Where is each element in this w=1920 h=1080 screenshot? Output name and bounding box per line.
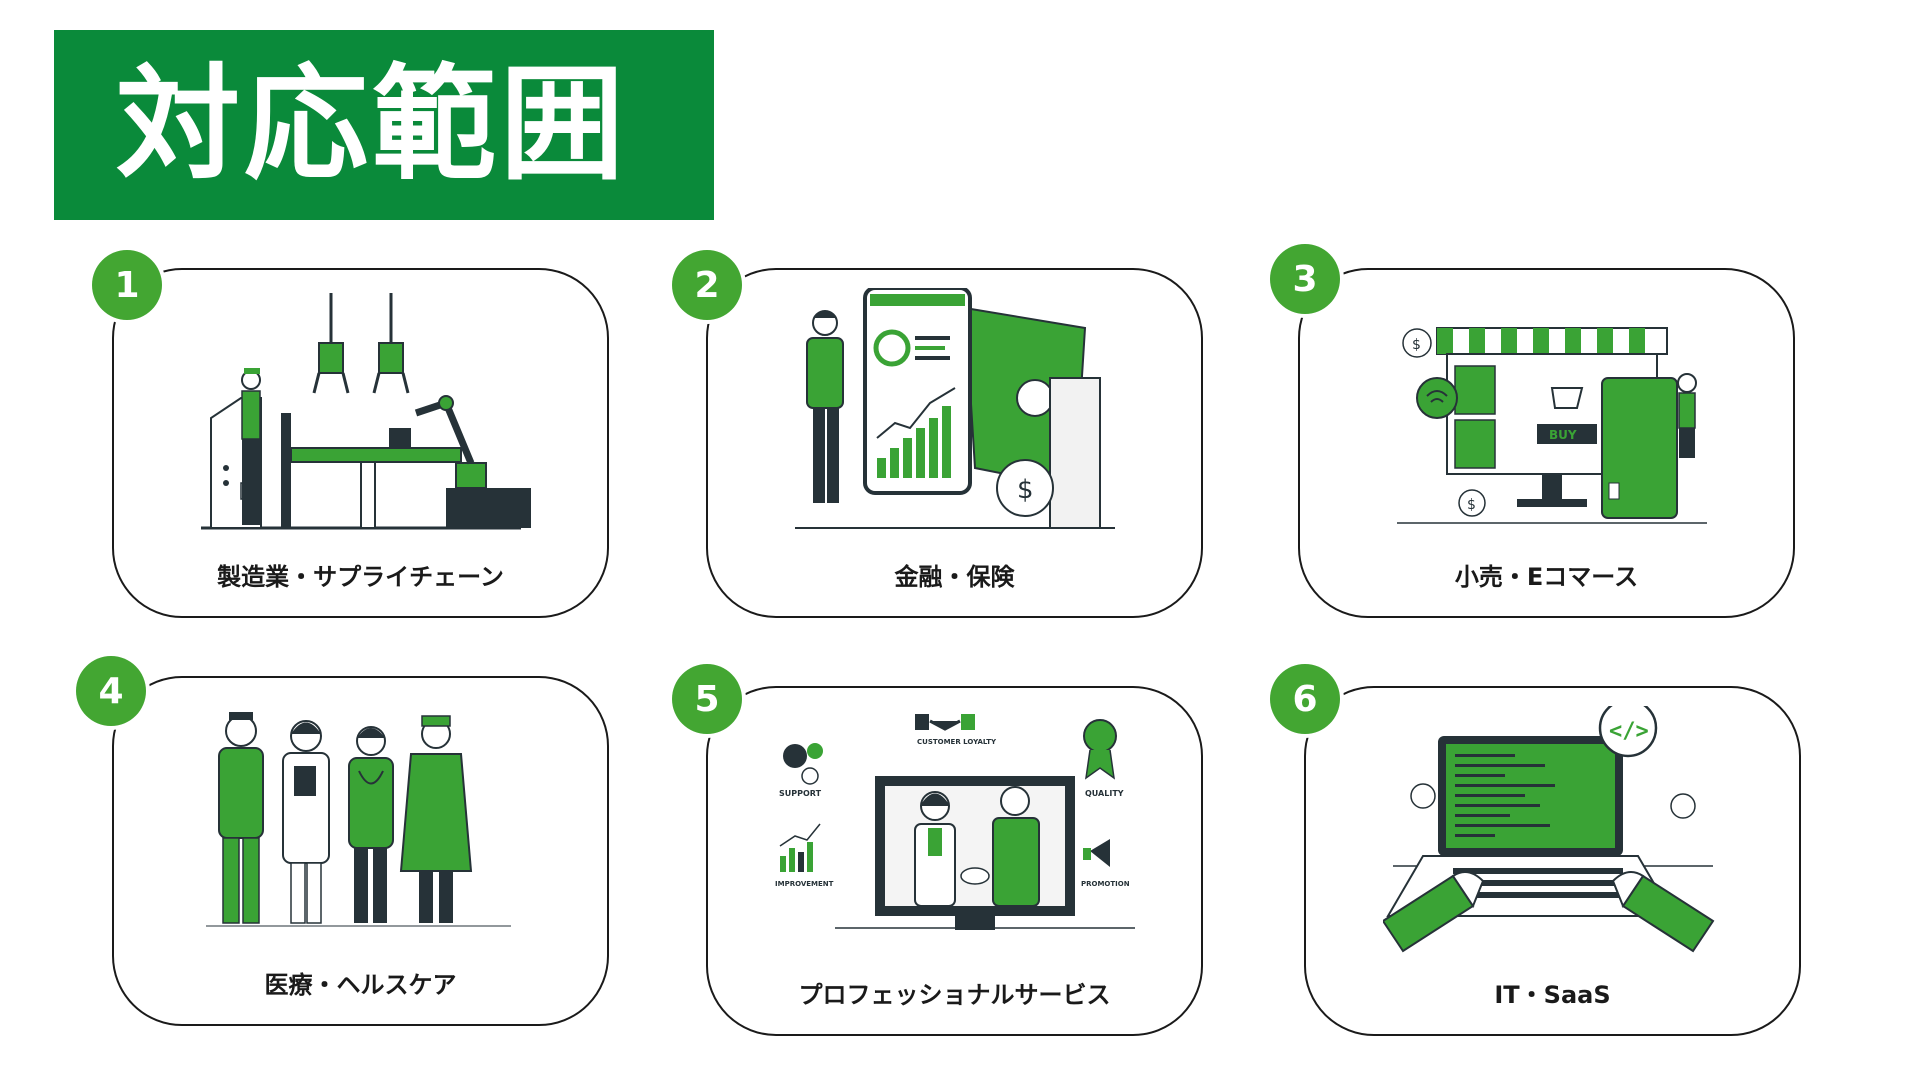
card-label: IT・SaaS [1494, 981, 1611, 1009]
medical-staff-illustration [205, 712, 511, 927]
category-card-retail[interactable]: BUY $ $ 小売・Eコマース [1298, 268, 1795, 618]
online-shop-illustration: BUY $ $ [1396, 327, 1707, 524]
factory-robot-arm-illustration [200, 293, 531, 530]
card-label: 金融・保険 [894, 563, 1015, 591]
improvement-label: IMPROVEMENT [775, 880, 834, 888]
support-label: SUPPORT [779, 789, 822, 798]
card-label: 製造業・サプライチェーン [217, 563, 504, 591]
card-number-badge: 1 [92, 250, 162, 320]
category-card-healthcare[interactable]: 医療・ヘルスケア [112, 676, 609, 1026]
card-number-badge: 2 [672, 250, 742, 320]
card-label: プロフェッショナルサービス [798, 981, 1111, 1009]
category-card-finance[interactable]: $ 金融・保険 [706, 268, 1203, 618]
card-label: 小売・Eコマース [1454, 563, 1639, 591]
quality-label: QUALITY [1085, 789, 1124, 798]
category-card-manufacturing[interactable]: 製造業・サプライチェーン [112, 268, 609, 618]
buy-label: BUY [1549, 428, 1577, 442]
card-number-badge: 4 [76, 656, 146, 726]
svg-text:$: $ [1017, 475, 1034, 505]
svg-text:$: $ [1412, 337, 1421, 353]
smartphone-finance-illustration: $ [794, 288, 1115, 529]
page-title: 対応範囲 [116, 53, 629, 197]
customer-loyalty-label: CUSTOMER LOYALTY [917, 738, 997, 746]
category-card-professional-services[interactable]: SUPPORT CUSTOMER LOYALTY QUALITY IMPROVE… [706, 686, 1203, 1036]
card-number-badge: 5 [672, 664, 742, 734]
svg-text:$: $ [1467, 497, 1476, 513]
code-tag-label: </> [1609, 719, 1649, 744]
card-number-badge: 3 [1270, 244, 1340, 314]
laptop-coding-illustration: </> [1382, 706, 1714, 953]
title-banner: 対応範囲 [54, 30, 714, 220]
card-label: 医療・ヘルスケア [264, 971, 457, 999]
promotion-label: PROMOTION [1081, 880, 1130, 888]
card-number-badge: 6 [1270, 664, 1340, 734]
category-card-it-saas[interactable]: </> IT・SaaS [1304, 686, 1801, 1036]
business-handshake-illustration: SUPPORT CUSTOMER LOYALTY QUALITY IMPROVE… [775, 714, 1135, 930]
